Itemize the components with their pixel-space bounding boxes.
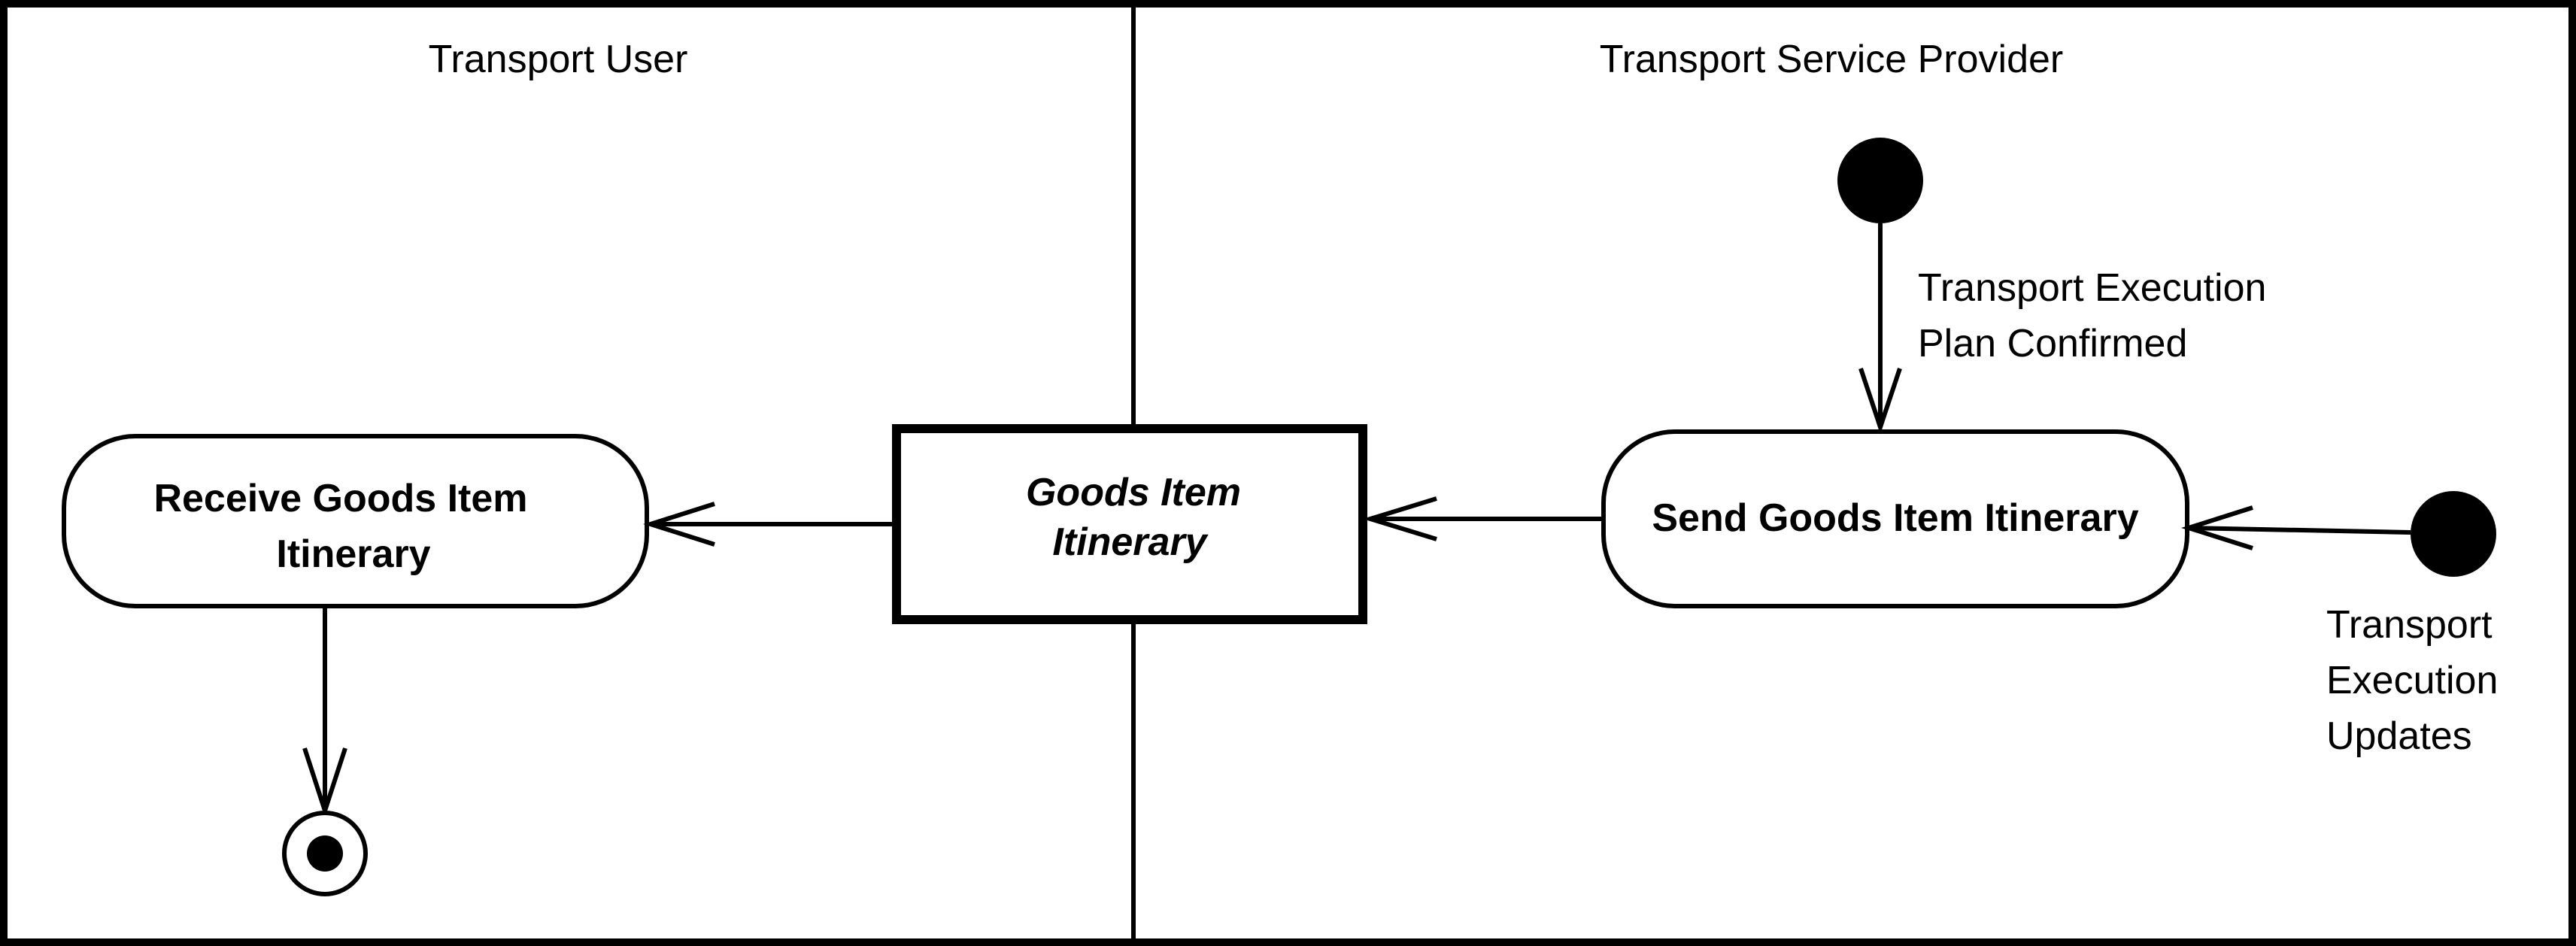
action-receive-label-line2: Itinerary	[276, 532, 430, 576]
lane-title-transport-service-provider: Transport Service Provider	[1600, 38, 2064, 81]
object-label-line2: Itinerary	[1052, 520, 1209, 564]
arrowhead-into-send-top	[1858, 368, 1902, 435]
flow-label-updates-line1: Transport	[2326, 603, 2493, 647]
final-node-inner	[307, 835, 343, 872]
arrowhead-into-receive	[643, 502, 715, 547]
flow-updates-to-send	[2188, 526, 2411, 535]
action-receive-goods-item-itinerary	[62, 434, 649, 608]
initial-node-right	[2411, 491, 2496, 577]
flow-label-plan-confirmed: Transport Execution	[1918, 266, 2266, 310]
flow-label-updates-line2: Execution	[2326, 659, 2498, 702]
object-goods-item-itinerary	[892, 424, 1367, 624]
flow-label-plan-confirmed-line2: Plan Confirmed	[1918, 322, 2187, 365]
arrowhead-into-object	[1362, 496, 1437, 541]
action-receive-label-line1: Receive Goods Item	[153, 477, 527, 520]
action-send-label: Send Goods Item Itinerary	[1652, 496, 2138, 540]
lane-title-transport-user: Transport User	[429, 38, 688, 81]
flow-label-updates-line3: Updates	[2326, 714, 2472, 758]
object-label-line1: Goods Item	[1026, 471, 1241, 514]
initial-node-top	[1837, 138, 1923, 223]
